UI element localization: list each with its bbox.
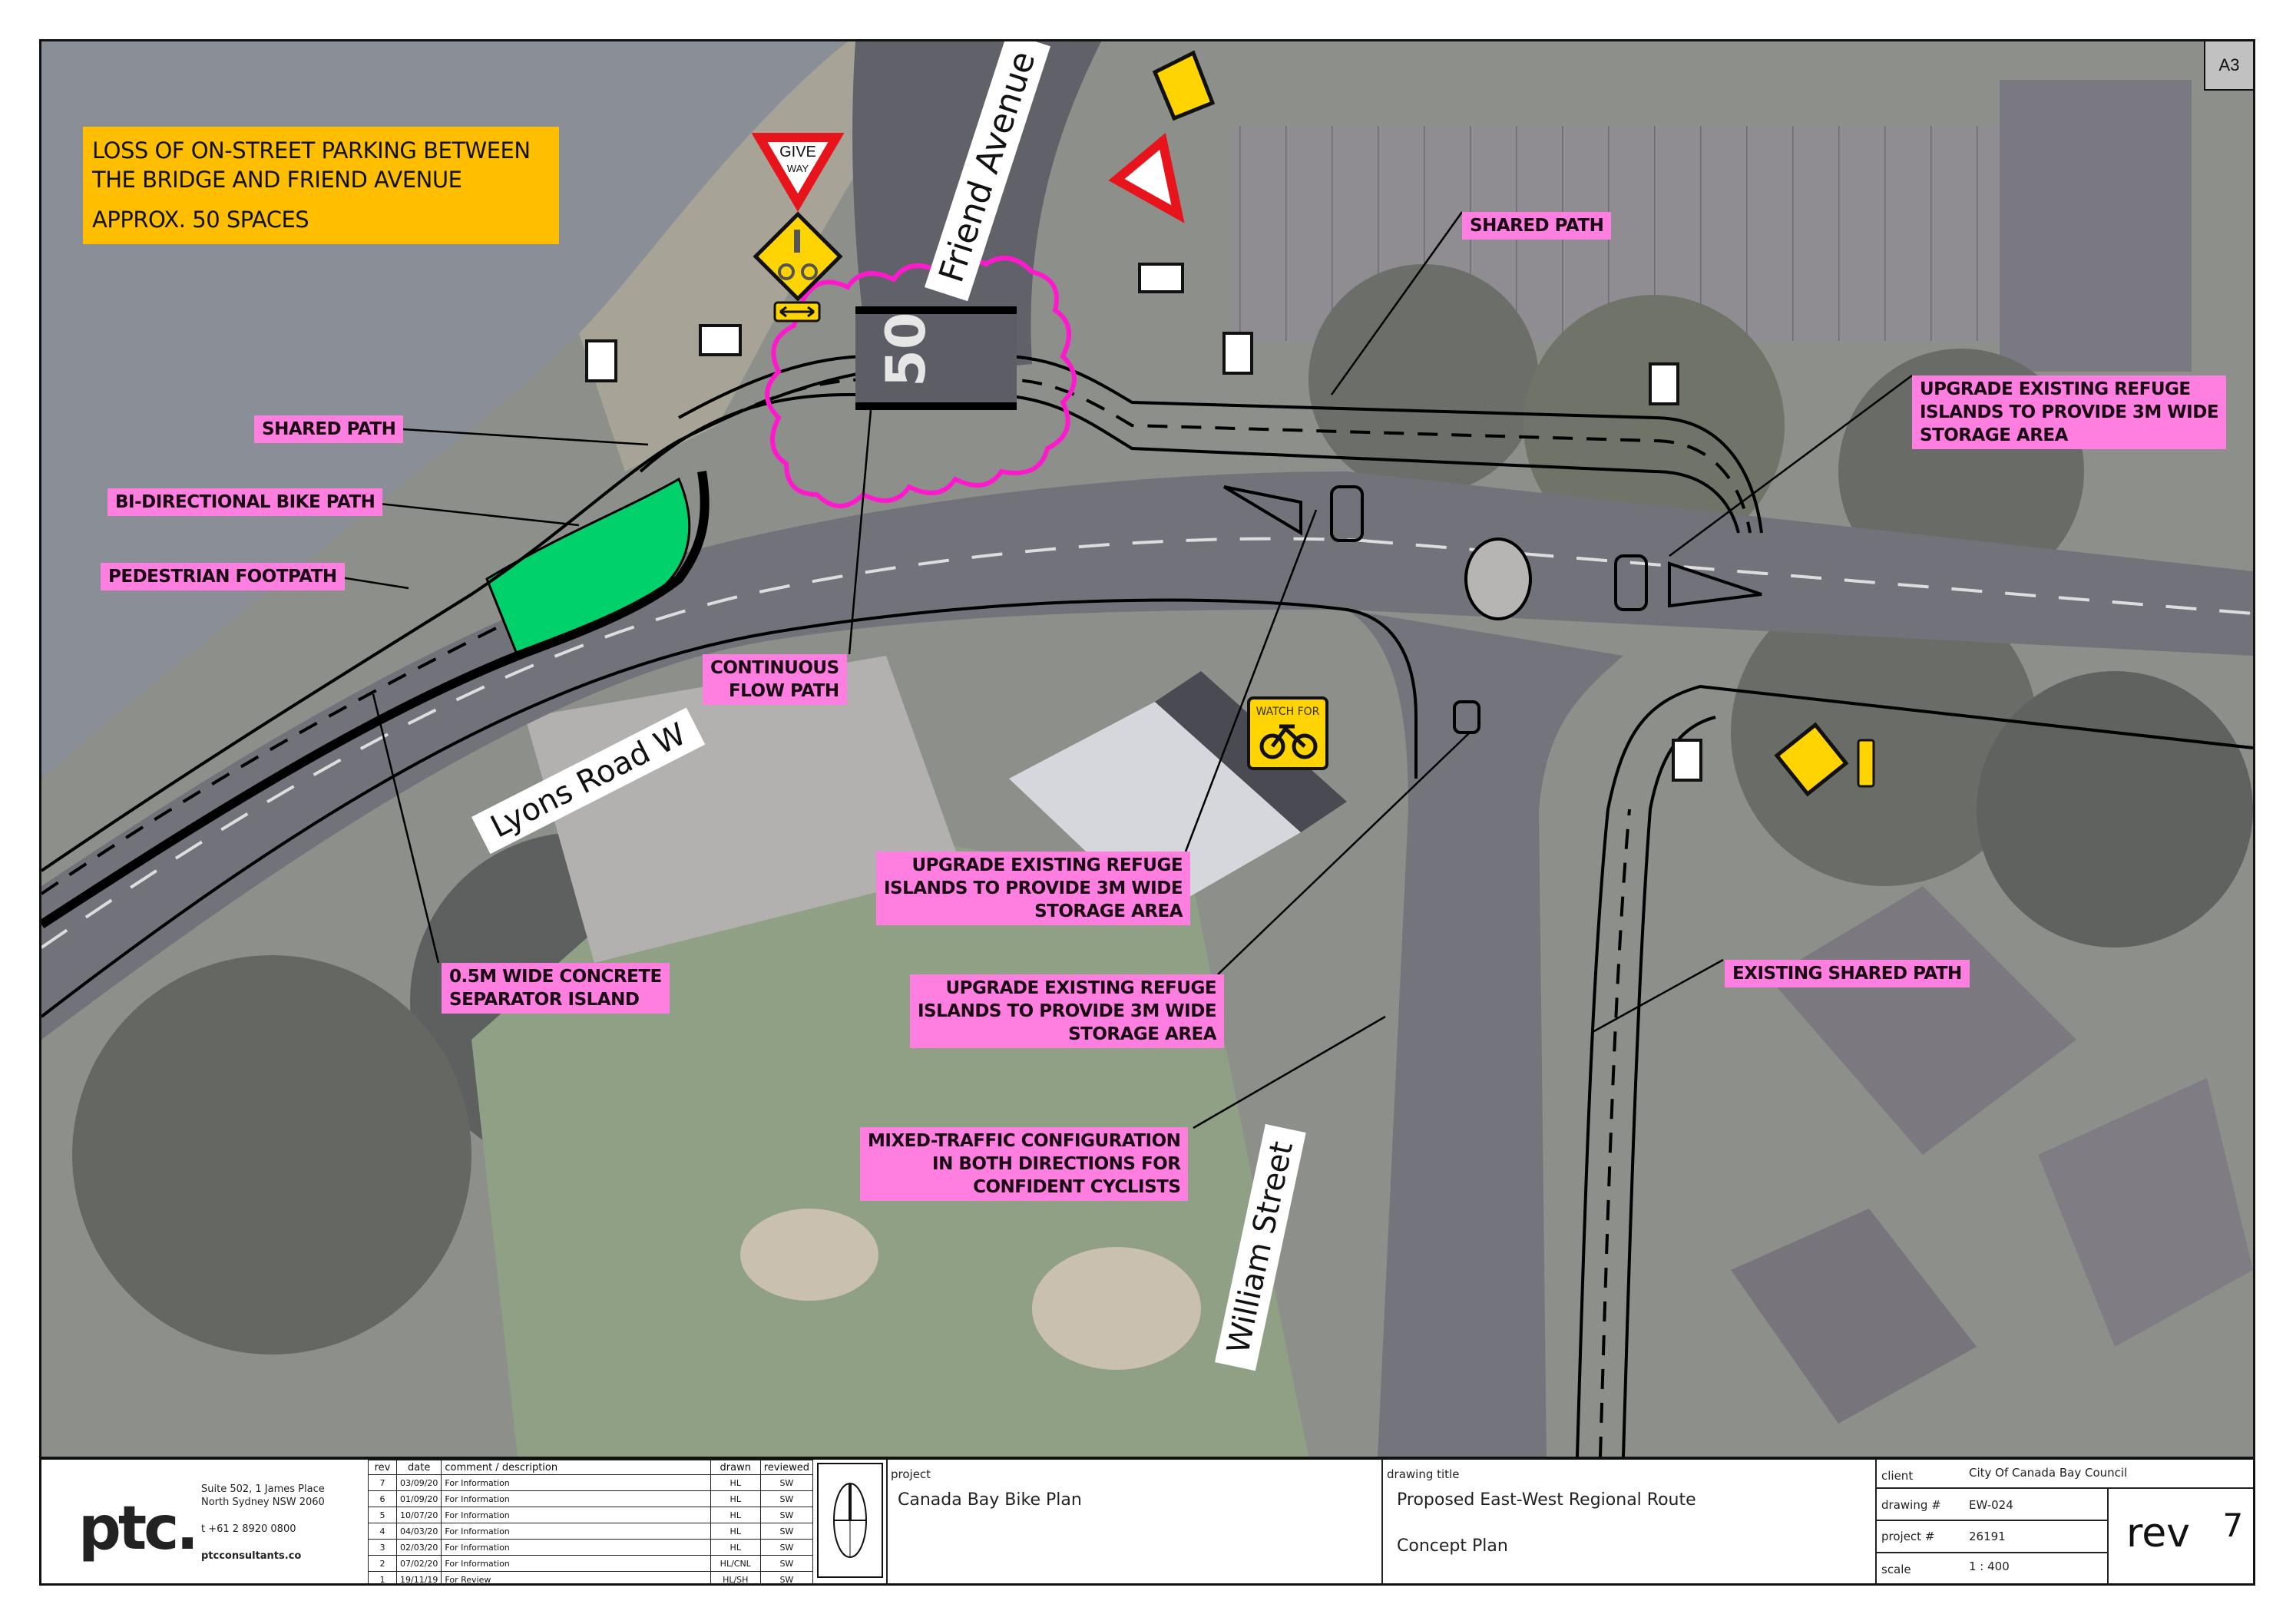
parking-loss-notice: LOSS OF ON-STREET PARKING BETWEEN THE BR… bbox=[83, 127, 559, 244]
note-shared-path-west: SHARED PATH bbox=[254, 415, 404, 443]
north-arrow-icon bbox=[833, 1483, 867, 1558]
note-upgrade-refuge-right: UPGRADE EXISTING REFUGE ISLANDS TO PROVI… bbox=[1912, 375, 2227, 449]
note-bidirectional-bike-path: BI-DIRECTIONAL BIKE PATH bbox=[108, 488, 383, 516]
note-separator-island: 0.5M WIDE CONCRETE SEPARATOR ISLAND bbox=[442, 963, 670, 1014]
note-existing-shared-path: EXISTING SHARED PATH bbox=[1725, 960, 1970, 987]
north-arrow bbox=[817, 1463, 883, 1578]
cyclist-warning-sign-top bbox=[1152, 50, 1216, 121]
parking-notice-line2: THE BRIDGE AND FRIEND AVENUE bbox=[92, 167, 462, 193]
drawing-number: EW-024 bbox=[1969, 1498, 2013, 1512]
project-label: project bbox=[891, 1467, 931, 1481]
svg-text:GIVE: GIVE bbox=[779, 144, 816, 160]
note-mixed-traffic: MIXED-TRAFFIC CONFIGURATION IN BOTH DIRE… bbox=[860, 1127, 1189, 1201]
shared-path-sign bbox=[1138, 263, 1184, 293]
note-shared-path-top: SHARED PATH bbox=[1462, 212, 1612, 240]
parking-notice-spaces: APPROX. 50 SPACES bbox=[92, 207, 309, 233]
title-block: ptc. Suite 502, 1 James Place North Sydn… bbox=[41, 1457, 2253, 1583]
note-continuous-flow-path: CONTINUOUS FLOW PATH bbox=[703, 654, 847, 705]
shared-path-sign bbox=[1222, 332, 1253, 375]
client-label: client bbox=[1881, 1469, 1914, 1483]
revision-badge: rev 7 bbox=[2126, 1507, 2243, 1556]
revision-number: 7 bbox=[2222, 1507, 2244, 1544]
project-number-label: project # bbox=[1881, 1530, 1935, 1543]
shared-path-sign bbox=[699, 324, 742, 356]
scale-label: scale bbox=[1881, 1563, 1911, 1576]
give-way-sign-right bbox=[1108, 133, 1185, 223]
client-name: City Of Canada Bay Council bbox=[1969, 1466, 2128, 1480]
note-upgrade-refuge-mid: UPGRADE EXISTING REFUGE ISLANDS TO PROVI… bbox=[876, 852, 1191, 925]
shared-path-sign bbox=[585, 339, 617, 382]
watch-for-bicycles-sign: WATCH FOR bbox=[1247, 696, 1328, 770]
give-way-sign-left: GIVE WAY bbox=[751, 133, 845, 212]
scale-value: 1 : 400 bbox=[1969, 1560, 2010, 1573]
project-number: 26191 bbox=[1969, 1530, 2006, 1543]
aerial-plan: 50 bbox=[41, 41, 2253, 1457]
drawing-title-label: drawing title bbox=[1387, 1467, 1460, 1481]
shared-path-sign bbox=[1672, 739, 1702, 782]
shared-path-sign bbox=[1649, 362, 1679, 405]
drawing-title-2: Concept Plan bbox=[1397, 1536, 1508, 1556]
drawing-number-label: drawing # bbox=[1881, 1498, 1941, 1512]
company-address: Suite 502, 1 James Place North Sydney NS… bbox=[201, 1483, 325, 1562]
cyclist-warning-sign-right bbox=[1774, 722, 1849, 797]
revision-table: rev date comment / description drawn rev… bbox=[368, 1460, 814, 1583]
speed-marking-50: 50 bbox=[875, 313, 938, 387]
svg-text:WAY: WAY bbox=[787, 163, 809, 174]
parking-notice-line1: LOSS OF ON-STREET PARKING BETWEEN bbox=[92, 137, 531, 164]
revision-label: rev bbox=[2126, 1510, 2191, 1556]
drawing-frame: 50 bbox=[39, 39, 2255, 1586]
company-logo: ptc. bbox=[78, 1494, 199, 1563]
note-upgrade-refuge-lower: UPGRADE EXISTING REFUGE ISLANDS TO PROVI… bbox=[910, 974, 1225, 1048]
sheet-size-label: A3 bbox=[2204, 41, 2253, 91]
drawing-title-1: Proposed East-West Regional Route bbox=[1397, 1490, 1696, 1510]
project-name: Canada Bay Bike Plan bbox=[898, 1490, 1082, 1510]
shared-path-warning-sign bbox=[753, 211, 843, 322]
svg-text:WATCH FOR: WATCH FOR bbox=[1256, 706, 1320, 718]
plan-drawing: 50 bbox=[41, 41, 2253, 1457]
note-pedestrian-footpath: PEDESTRIAN FOOTPATH bbox=[101, 563, 345, 590]
